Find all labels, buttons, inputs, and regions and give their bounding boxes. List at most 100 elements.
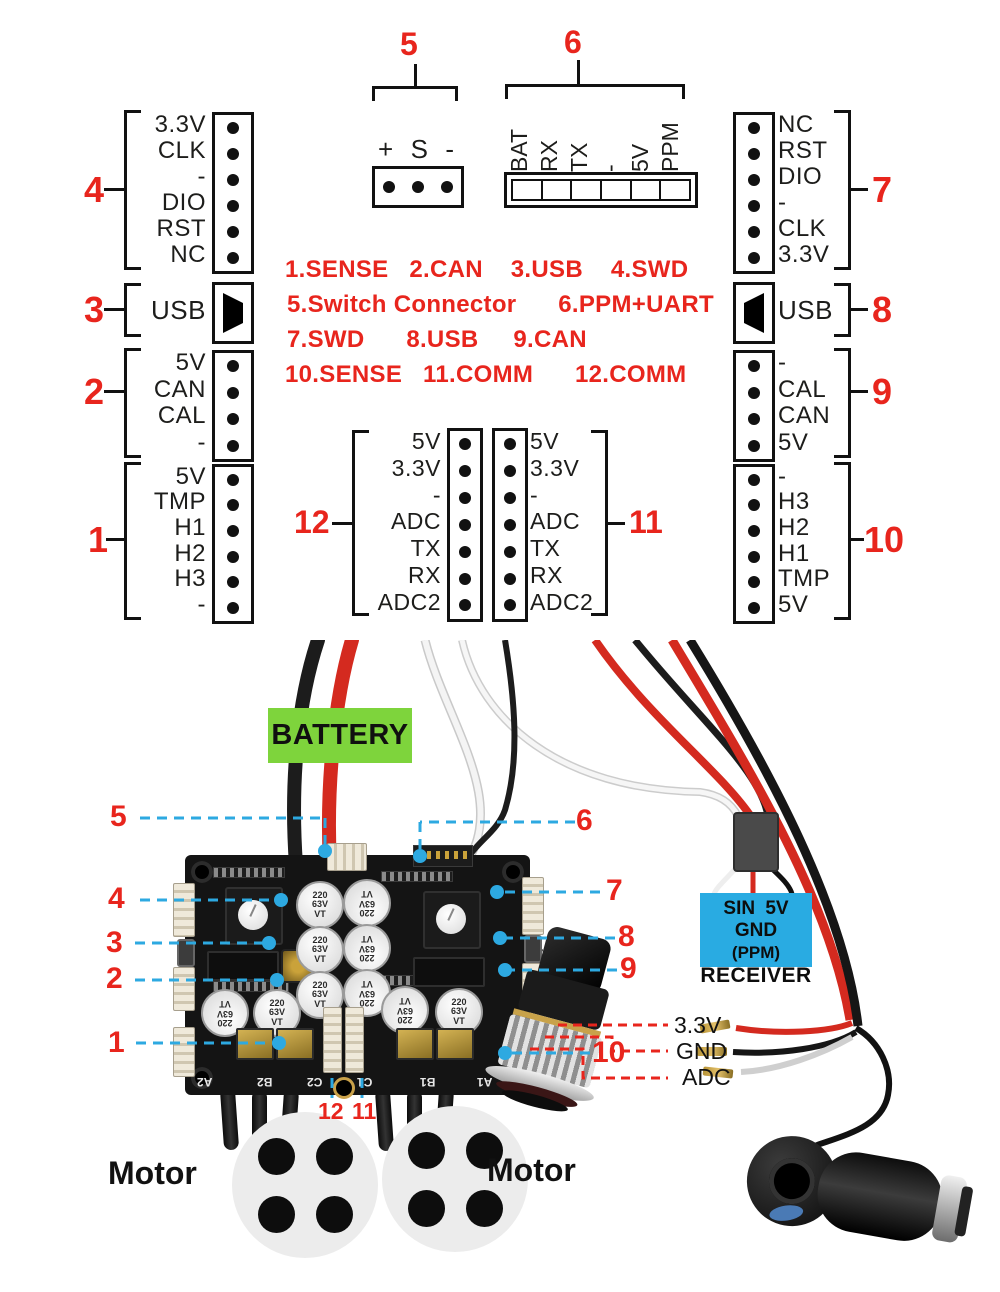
photo-callout-10: 10 bbox=[592, 1036, 626, 1069]
capacitor: 220 63V VT bbox=[296, 881, 344, 929]
photo-callout-9: 9 bbox=[620, 952, 637, 985]
connector-line bbox=[605, 522, 625, 525]
mosfet bbox=[396, 1028, 434, 1060]
connector-line bbox=[104, 188, 124, 191]
pin-dot bbox=[227, 473, 239, 486]
diagram-number-8: 8 bbox=[872, 289, 893, 330]
pin-slot bbox=[543, 181, 573, 199]
pin-label: RST bbox=[778, 137, 828, 164]
throttle-white bbox=[740, 1034, 854, 1075]
pin-label: 3.3V bbox=[391, 454, 441, 481]
pin-dot bbox=[459, 492, 471, 505]
pin-dot bbox=[459, 438, 471, 451]
mounting-hole bbox=[502, 861, 524, 883]
pin-dot bbox=[227, 148, 239, 160]
silkscreen-a2: A2 bbox=[197, 1075, 213, 1089]
motor-label-left: Motor bbox=[108, 1155, 197, 1191]
pin-label: - bbox=[445, 134, 454, 164]
pin-dot bbox=[411, 181, 424, 193]
diagram-number-3: 3 bbox=[84, 289, 105, 330]
pin-dot bbox=[227, 550, 239, 563]
mounting-hole bbox=[191, 1067, 213, 1089]
comm-connector-11 bbox=[345, 1007, 364, 1073]
pin-label: 3.3V bbox=[154, 111, 206, 138]
throttle-feed-black bbox=[686, 640, 863, 1027]
pin-slot bbox=[602, 181, 632, 199]
pin-dot bbox=[459, 599, 471, 612]
receiver-box: SIN 5V GND (PPM) RECEIVER bbox=[700, 893, 812, 987]
battery-label: BATTERY bbox=[268, 708, 412, 763]
pin-dot bbox=[504, 438, 516, 451]
pin-dot bbox=[748, 122, 760, 134]
pin-slot bbox=[572, 181, 603, 199]
pin-dot bbox=[504, 545, 516, 558]
pin-dot bbox=[748, 413, 760, 426]
pin-label: - bbox=[197, 163, 206, 190]
pin-dot bbox=[748, 386, 760, 399]
bracket-4 bbox=[124, 110, 141, 270]
pin-label: 5V bbox=[530, 427, 560, 454]
pin-dot bbox=[748, 226, 760, 238]
pin-label: CAN bbox=[153, 375, 206, 403]
silkscreen-c1: C1 bbox=[357, 1075, 373, 1089]
connector-3-label: USB bbox=[128, 282, 206, 338]
motor-dot bbox=[316, 1138, 353, 1175]
diagram-number-1: 1 bbox=[88, 519, 109, 560]
wire-white2 bbox=[459, 640, 741, 818]
pin-label: 5V bbox=[411, 427, 441, 454]
connector-4-labels: 3.3V CLK - DIO RST NC bbox=[128, 112, 206, 268]
connector-9-pins bbox=[733, 350, 775, 462]
connector-12-pins bbox=[447, 428, 483, 622]
photo-callout-5: 5 bbox=[110, 800, 127, 833]
motor-dot bbox=[408, 1190, 445, 1227]
chip-dial bbox=[436, 904, 466, 934]
bracket-3 bbox=[124, 283, 141, 337]
motor-dot bbox=[258, 1196, 295, 1233]
photo-callout-11: 11 bbox=[352, 1098, 377, 1124]
connector-2-labels: 5V CAN CAL - bbox=[128, 350, 206, 456]
bracket-6 bbox=[505, 84, 685, 99]
usb-port-3 bbox=[177, 939, 195, 967]
pin-strip bbox=[213, 981, 289, 992]
connector-line bbox=[848, 188, 868, 191]
bracket-1 bbox=[124, 462, 141, 620]
mounting-hole-gold bbox=[333, 1077, 355, 1099]
connector-line bbox=[104, 390, 124, 393]
pin-dot bbox=[748, 174, 760, 186]
pin-label: TX bbox=[530, 535, 561, 562]
pin-label: RX bbox=[535, 140, 562, 172]
pin-strip bbox=[381, 871, 453, 882]
connector-2-pins bbox=[212, 350, 254, 462]
pin-label: RX bbox=[530, 562, 563, 589]
receiver-mode: (PPM) bbox=[731, 943, 781, 962]
edge-connector-4 bbox=[173, 883, 195, 937]
connector-8-label: USB bbox=[778, 282, 868, 338]
wire-label-3v3: 3.3V bbox=[674, 1012, 722, 1038]
pin-dot bbox=[748, 499, 760, 512]
photo-callout-2: 2 bbox=[106, 962, 123, 995]
connector-11-pins bbox=[492, 428, 528, 622]
capacitor: 220 63V VT bbox=[381, 986, 429, 1034]
connector-line bbox=[848, 538, 864, 541]
pin-dot bbox=[748, 148, 760, 160]
pin-dot bbox=[227, 499, 239, 512]
connector-8-usb bbox=[733, 282, 775, 344]
pin-dot bbox=[748, 576, 760, 589]
pin-label: RST bbox=[156, 215, 206, 242]
motor-dot bbox=[258, 1138, 295, 1175]
pin-label: ADC2 bbox=[377, 588, 441, 615]
diagram-number-9: 9 bbox=[872, 371, 893, 412]
receiver-wire-red bbox=[591, 640, 756, 821]
pin-dot bbox=[227, 439, 239, 452]
usb-plug-icon bbox=[744, 293, 764, 333]
pin-dot bbox=[748, 525, 760, 538]
switch-connector-5 bbox=[327, 843, 367, 871]
mcu-chip bbox=[423, 891, 481, 949]
pin-label: ADC bbox=[530, 508, 581, 535]
pin-label: H2 bbox=[174, 539, 206, 567]
connector-7-labels: NC RST DIO - CLK 3.3V bbox=[778, 112, 868, 268]
pin-label: DIO bbox=[161, 189, 206, 216]
mcu-chip bbox=[225, 887, 283, 945]
motor-dot bbox=[466, 1132, 503, 1169]
diagram-number-2: 2 bbox=[84, 371, 105, 412]
